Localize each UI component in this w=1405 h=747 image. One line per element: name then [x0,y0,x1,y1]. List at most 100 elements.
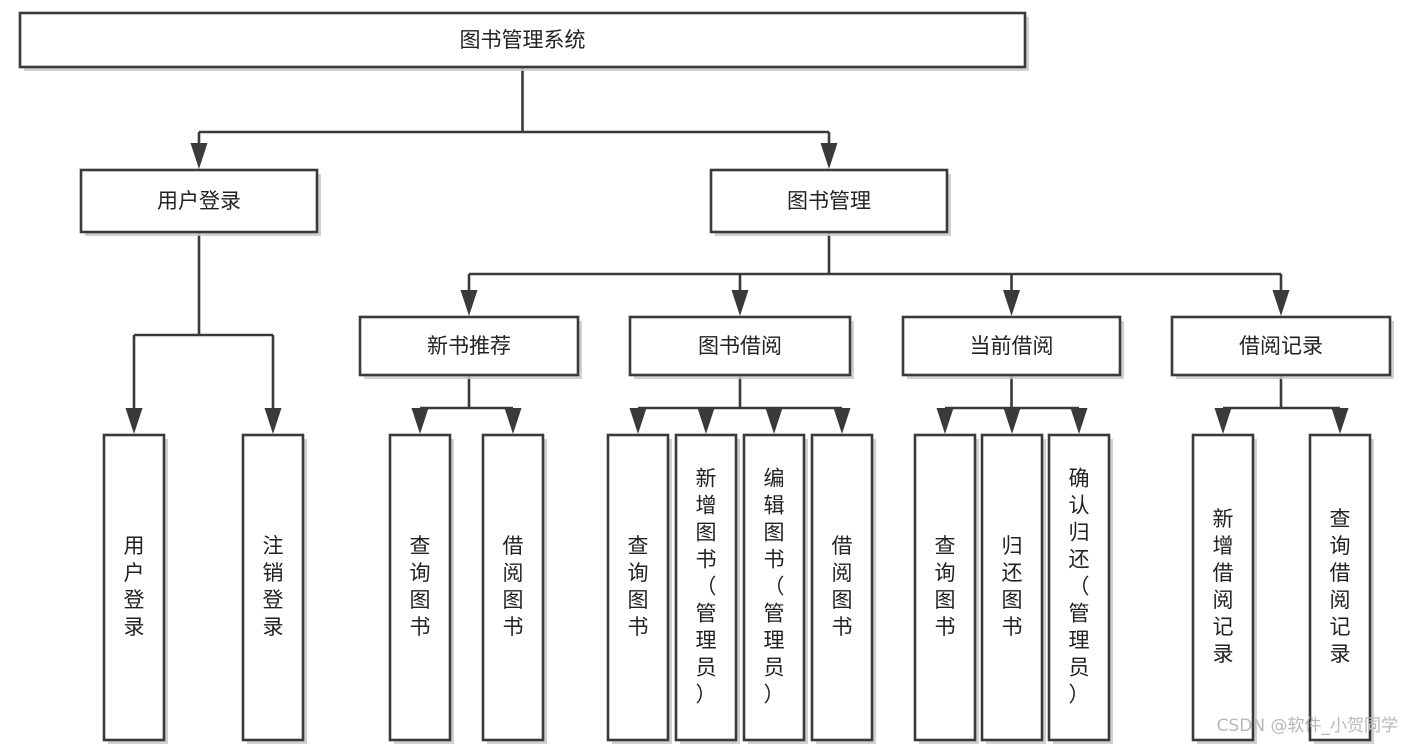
node-label-char: 书 [832,615,853,639]
node-borrow-record[interactable]: 借阅记录 [1170,315,1394,379]
node-label-char: 询 [410,561,431,585]
node-label-char: 书 [764,548,785,572]
node-label-char: 登 [124,588,145,612]
connector-group-new-book-rec [411,375,522,434]
node-label-char: 理 [1069,629,1090,653]
node-label-char: 理 [764,629,785,653]
node-label-char: 增 [1213,534,1234,558]
edges-layer [125,67,1349,434]
node-label-char: 员 [1069,656,1090,680]
connector-group-borrow-record [1214,375,1349,434]
node-label-char: 图 [503,588,524,612]
connector-group-user-login [125,232,282,434]
node-box[interactable] [481,433,545,742]
node-book-manage[interactable]: 图书管理 [709,168,951,236]
node-box[interactable] [1191,433,1255,742]
node-label: 当前借阅 [970,334,1054,358]
node-box[interactable] [1308,433,1372,742]
node-box[interactable] [606,433,670,742]
node-label-char: 增 [696,494,717,518]
node-label-char: 阅 [1330,588,1351,612]
node-box[interactable] [1170,315,1392,377]
node-label-char: 书 [696,548,717,572]
node-label-char: 借 [503,534,524,558]
node-label-char: 员 [764,656,785,680]
node-label-char: 新 [1213,507,1234,531]
node-label-char: 归 [1002,534,1023,558]
node-new-book-rec[interactable]: 新书推荐 [358,315,582,379]
node-box[interactable] [358,315,580,377]
node-label-char: 查 [628,534,649,558]
node-label: 借阅记录 [1239,334,1323,358]
node-box[interactable] [810,433,874,742]
node-label-char: 阅 [1213,588,1234,612]
node-current-borrow[interactable]: 当前借阅 [901,315,1124,379]
node-label-char: 借 [1330,561,1351,585]
node-label-char: 新 [696,467,717,491]
node-box[interactable] [18,11,1027,69]
node-box[interactable] [980,433,1044,742]
node-label-char: 录 [124,615,145,639]
node-box[interactable] [241,433,305,742]
node-label: 用户登录 [157,189,241,213]
node-label-char: 书 [503,615,524,639]
node-label-char: 管 [764,602,785,626]
node-label-char: 记 [1330,615,1351,639]
node-label-char: 图 [628,588,649,612]
node-box[interactable] [709,168,949,234]
node-label-char: 图 [935,588,956,612]
node-label-char: 阅 [503,561,524,585]
node-user-login[interactable]: 用户登录 [79,168,321,236]
node-label-char: 管 [696,602,717,626]
node-label-char: 借 [1213,561,1234,585]
node-root[interactable]: 图书管理系统 [18,11,1029,71]
node-box[interactable] [388,433,452,742]
node-label-char: 书 [628,615,649,639]
node-leaf-user-login[interactable]: 用户登录 [102,433,168,744]
node-label-char: 查 [410,534,431,558]
node-label-char: 认 [1069,494,1090,518]
node-box[interactable] [1047,433,1111,742]
node-label-char: 书 [1002,615,1023,639]
watermark-label: CSDN @软件_小贺同学 [1217,716,1398,736]
node-box[interactable] [742,433,806,742]
node-box[interactable] [628,315,852,377]
node-box[interactable] [102,433,166,742]
node-label-char: 注 [263,534,284,558]
node-label-char: 询 [628,561,649,585]
node-label-char: 图 [764,521,785,545]
node-label-char: 查 [1330,507,1351,531]
node-label-char: 管 [1069,602,1090,626]
node-label: 图书管理 [787,189,871,213]
node-label-char: （ [764,575,785,599]
node-label-char: 员 [696,656,717,680]
node-label-char: 编 [764,467,785,491]
node-box[interactable] [913,433,977,742]
node-box[interactable] [901,315,1122,377]
node-book-borrow[interactable]: 图书借阅 [628,315,854,379]
node-label: 图书借阅 [698,334,782,358]
node-label-char: 确 [1069,467,1090,491]
node-label-char: 用 [124,534,145,558]
node-box[interactable] [674,433,738,742]
node-label-char: 录 [1330,642,1351,666]
node-label-char: 还 [1002,561,1023,585]
node-label-char: 图 [410,588,431,612]
nodes-layer: 图书管理系统用户登录图书管理新书推荐图书借阅当前借阅借阅记录用户登录注销登录查询… [18,11,1394,744]
node-box[interactable] [79,168,319,234]
node-label-char: 辑 [764,494,785,518]
node-label-char: 理 [696,629,717,653]
